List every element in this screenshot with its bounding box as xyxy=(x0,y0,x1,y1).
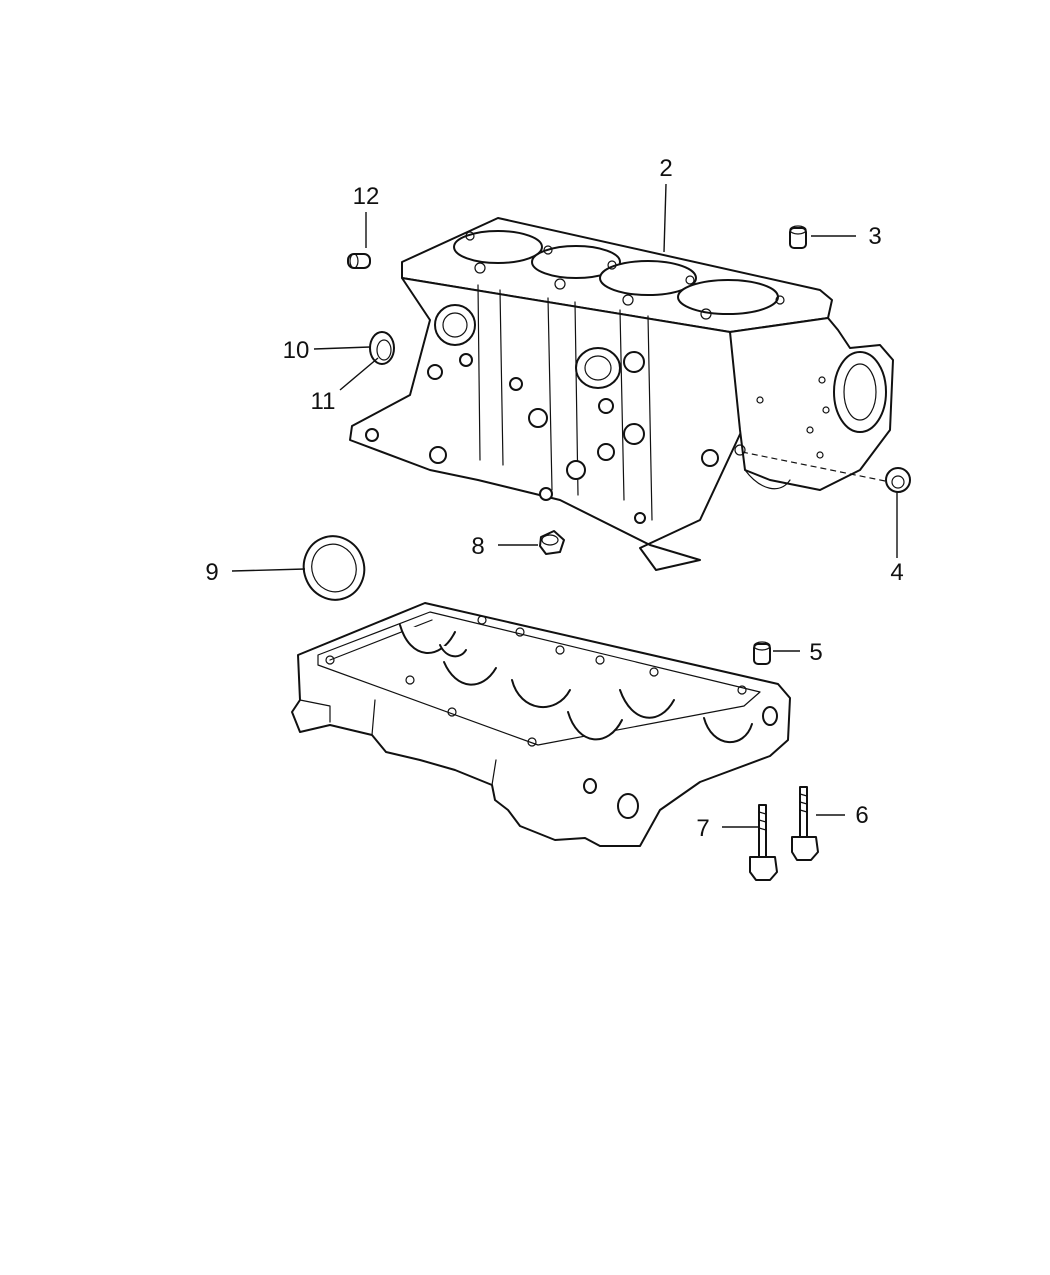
dowel-pin-12 xyxy=(347,253,371,269)
callout-2: 2 xyxy=(659,155,672,182)
callout-10: 10 xyxy=(283,337,310,364)
callout-4: 4 xyxy=(890,559,903,586)
leader-10 xyxy=(313,346,371,350)
callout-11: 11 xyxy=(311,388,336,415)
callout-6: 6 xyxy=(855,802,868,829)
callout-9: 9 xyxy=(205,559,218,586)
leader-11 xyxy=(339,357,379,391)
callout-3: 3 xyxy=(868,223,881,250)
callout-7: 7 xyxy=(696,815,709,842)
crankshaft-seal-9 xyxy=(302,535,366,601)
leader-9 xyxy=(231,568,306,572)
callout-8: 8 xyxy=(471,533,484,560)
dowel-pin-3 xyxy=(789,225,807,249)
callout-5: 5 xyxy=(809,639,822,666)
seal-10-11 xyxy=(369,331,395,365)
bolt-7 xyxy=(749,804,778,881)
leader-2 xyxy=(663,183,667,253)
plug-4 xyxy=(885,467,911,493)
plug-8 xyxy=(539,530,565,555)
dowel-pin-5 xyxy=(753,641,771,665)
bedplate xyxy=(291,602,791,847)
callout-12: 12 xyxy=(353,183,380,210)
cylinder-block xyxy=(349,217,894,571)
bolt-6 xyxy=(791,786,819,861)
